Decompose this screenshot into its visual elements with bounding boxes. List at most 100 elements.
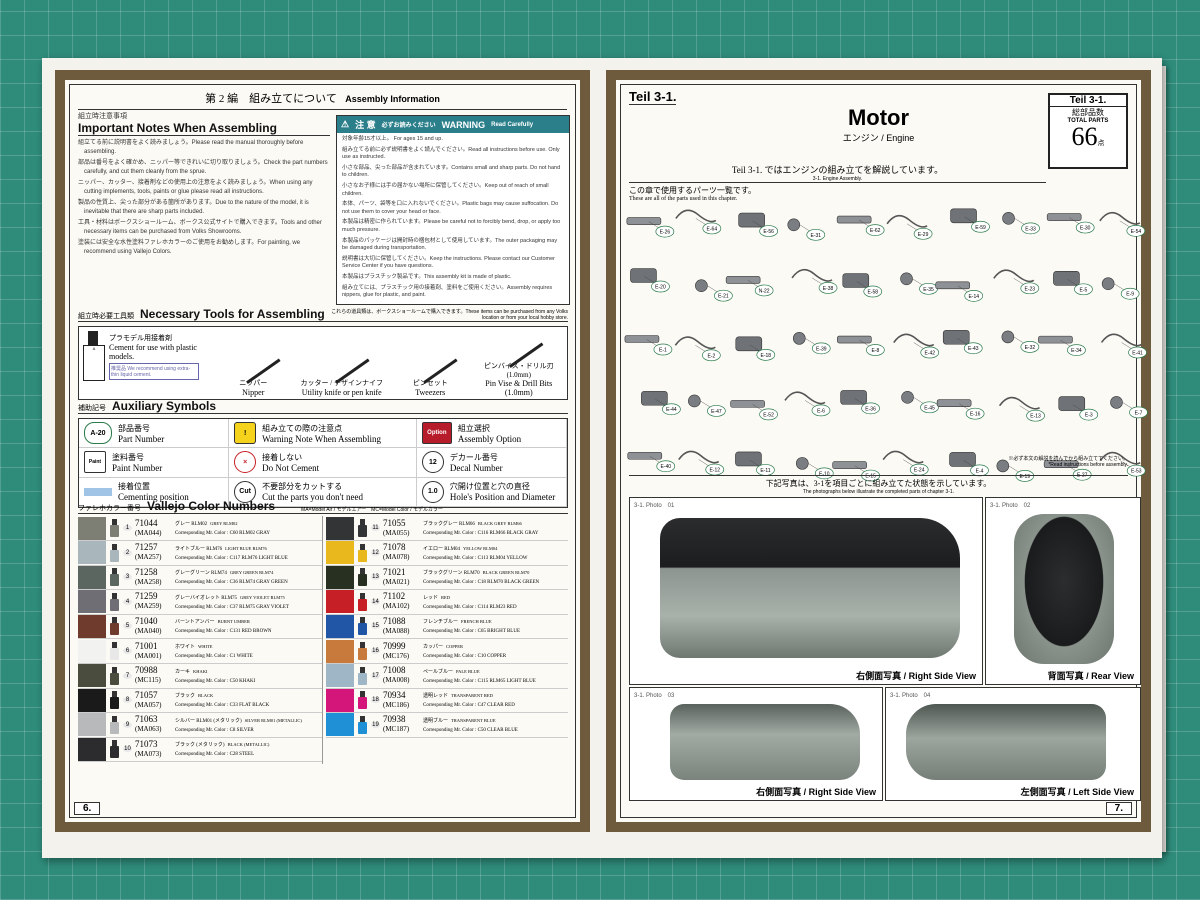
part-label: E-38 [823,286,834,292]
vallejo-title: Vallejo Color Numbers [147,499,276,513]
color-jp: イエロー RLM04 [423,546,461,552]
notes-list: 組立てる前に説明書をよく読みましょう。Please read the manua… [78,139,330,256]
mr-color-corr: Corresponding Mr. Color : C114 RLM23 RED [423,604,517,610]
vallejo-jp: ファレホカラー番号 [78,505,141,512]
part-label-bubble [806,228,826,241]
total-parts-box: Teil 3-1. 総部品数 TOTAL PARTS 66点 [1048,93,1128,169]
engine-part-pipe [1099,211,1141,225]
right-page: Teil 3-1. Motor エンジン / Engine Teil 3-1. … [606,70,1151,832]
engine-part-shape [1046,213,1082,221]
color-swatch [326,516,354,540]
code-sub: (MA063) [135,725,162,734]
tools-title: Necessary Tools for Assembling [140,307,325,321]
warning-item: 小さなお子様には手の届かない場所に保管してください。Keep out of re… [342,182,549,197]
part-label-bubble [965,407,985,420]
paint-number: 11 [371,525,380,531]
tool-icon [225,329,281,384]
engine-part-shape [936,399,972,407]
part-label: E-11 [760,468,770,474]
vallejo-code: 71021(MA021) [383,566,423,587]
intro-jp: Teil 3-1. ではエンジンの組み立てを解説しています。 [731,165,944,175]
color-en: TRANSPARENT RED [451,693,493,699]
note-item: ニッパー、カッター、接着剤などの使用上の注意をよく読みましょう。When usi… [78,180,313,195]
aux-title: Auxiliary Symbols [112,399,217,413]
left-page-frame: 第 2 編 組み立てについて Assembly Information 組立時注… [69,84,576,818]
cement-en: Cement for use with plastic models. [109,343,197,361]
engine-part-block [942,329,970,345]
paint-number: 1 [123,525,132,531]
code-main: 71008 [383,665,406,676]
color-en: BLACK (METALLIC) [227,742,270,748]
color-en: BURNT UMBER [217,619,250,625]
vallejo-code: 70999(MC176) [383,641,423,661]
code-main: 71021 [383,566,406,577]
paint-bottle-icon [110,519,119,537]
code-main: 71259 [135,591,158,602]
code-main: 71257 [135,542,158,553]
symbol-icon: Option [421,422,452,445]
color-en: KHAKI [193,668,208,674]
engine-part-round [1002,212,1015,225]
paint-bottle-icon [358,666,367,685]
box-teil: Teil 3-1. [1050,95,1126,107]
part-label: E-15 [865,474,876,480]
code-sub: (MA258) [135,577,162,586]
part-label-bubble [811,342,831,355]
parts-note: ※必ず本文の解説を読んでから組み立ててください。 *Read instructi… [1008,455,1128,468]
color-jp: 透明ブルー [423,718,449,724]
code-sub: (MC186) [383,700,410,709]
part-label: E-10 [819,471,830,477]
engine-part-round [792,332,806,345]
code-main: 70988 [135,665,158,676]
engine-part-pipe [886,214,928,228]
mr-color-corr: Corresponding Mr. Color : C18 RLM70 BLAC… [423,580,540,586]
chapter-title: Motor [847,105,910,130]
paint-number: 2 [123,549,132,556]
part-label-bubble [814,467,834,480]
part-label-bubble [865,224,885,236]
symbol-en: Warning Note When Assembling [262,433,381,444]
paint-bottle-icon [358,691,367,710]
part-label: E-45 [924,405,935,411]
engine-part-pipe [998,396,1041,410]
subtitle-en: Engine [886,133,915,143]
code-sub: (MA008) [383,676,410,685]
part-label-bubble [653,343,673,356]
vallejo-code: 71257(MA257) [135,543,175,562]
engine-part-pipe [674,336,716,350]
code-main: 71088 [383,615,406,626]
color-jp: シルバー RLM01 (メタリック) [175,718,242,724]
paint-number: 5 [123,623,132,630]
symbol-jp: 穴開け位置と穴の直径 [449,482,530,492]
paint-bottle-icon [358,715,367,734]
part-label: E-43 [968,346,979,352]
vallejo-note: MA=Model Air / モデルエアー MC=Model Color / モ… [301,507,443,513]
paint-bottle-icon [110,691,119,710]
photos-jp: 下記写真は、3-1を項目ごとに組み立てた状態を示しています。 [765,479,992,488]
engine-part-block [1058,396,1086,411]
note-item: 組立てる前に説明書をよく読みましょう。Please read the manua… [78,140,304,155]
color-en: BLACK GREEN RLM70 [482,570,530,576]
engine-part-pipe [678,450,720,464]
warning-jp: 注 意 [355,120,376,130]
box-en: TOTAL PARTS [1067,118,1109,124]
color-en: BLACK GREY RLM66 [477,521,522,526]
symbol-jp: 接着位置 [118,482,150,492]
part-label-bubble [759,408,778,421]
engine-part-round [787,218,801,232]
code-main: 71102 [383,591,406,602]
color-en: PALE BLUE [456,668,480,674]
notes-title: Important Notes When Assembling [78,121,277,135]
part-label: E-3 [1085,413,1093,419]
mr-color-corr: Corresponding Mr. Color : C50 CLEAR BLUE [423,727,518,733]
